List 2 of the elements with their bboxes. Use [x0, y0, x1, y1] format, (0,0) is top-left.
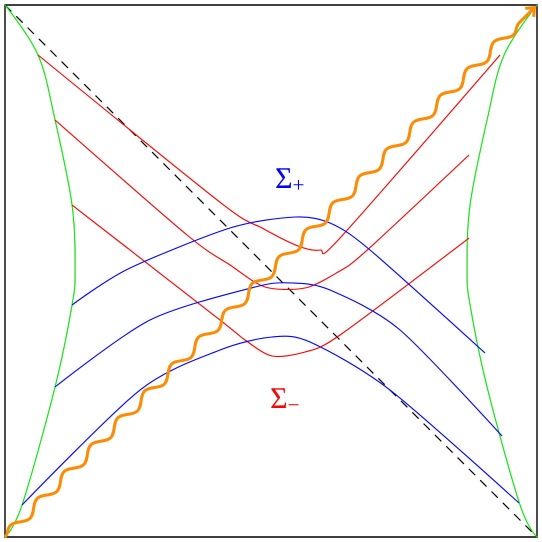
surface-label: Σ$_{+}$	[276, 168, 304, 190]
surface-label: Σ$_{−}$	[271, 388, 298, 408]
